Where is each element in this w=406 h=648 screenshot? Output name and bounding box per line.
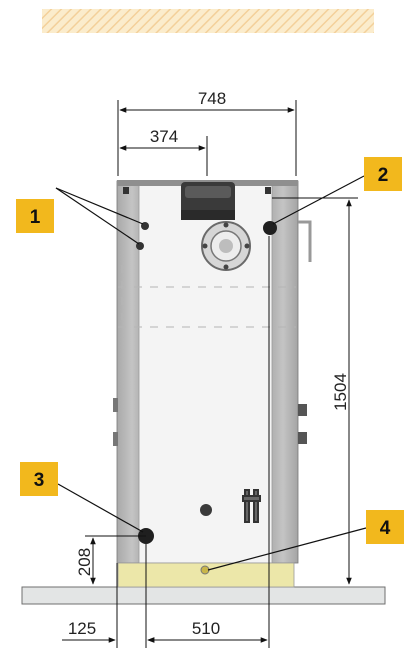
- hatched-header-band: [42, 9, 374, 33]
- floor-slab: [21, 586, 386, 605]
- callout-2: 2: [364, 157, 402, 191]
- dim-left-offset: 125: [68, 619, 96, 638]
- right-side-fittings: [298, 404, 307, 444]
- valve-assembly: [242, 489, 261, 523]
- callout-1: 1: [16, 199, 54, 233]
- connection-2-port: [263, 221, 277, 235]
- callout-3: 3: [20, 462, 58, 496]
- svg-text:3: 3: [34, 470, 45, 491]
- left-side-fittings: [113, 398, 118, 446]
- svg-text:2: 2: [378, 165, 389, 186]
- svg-text:4: 4: [380, 518, 391, 539]
- dimension-lines: [62, 100, 358, 648]
- callout-4: 4: [366, 510, 404, 544]
- center-drain-port: [200, 504, 212, 516]
- dim-height: 1504: [331, 373, 350, 411]
- dim-connection-spacing: 510: [192, 619, 220, 638]
- flue-outlet: [181, 182, 235, 220]
- dim-half-width: 374: [150, 127, 178, 146]
- right-side-panel: [267, 180, 299, 564]
- boiler-body: [113, 180, 312, 588]
- top-right-knob: [265, 187, 271, 194]
- internal-dashed-lines: [118, 265, 296, 328]
- top-left-knob: [123, 187, 129, 194]
- svg-text:1: 1: [30, 207, 41, 228]
- top-right-pipe: [298, 220, 312, 262]
- connection-4-port: [200, 565, 210, 575]
- burner-flange: [201, 221, 251, 271]
- callout-leaders: [55, 175, 367, 571]
- dim-overall-width: 748: [198, 89, 226, 108]
- dim-bottom-height: 208: [75, 548, 94, 576]
